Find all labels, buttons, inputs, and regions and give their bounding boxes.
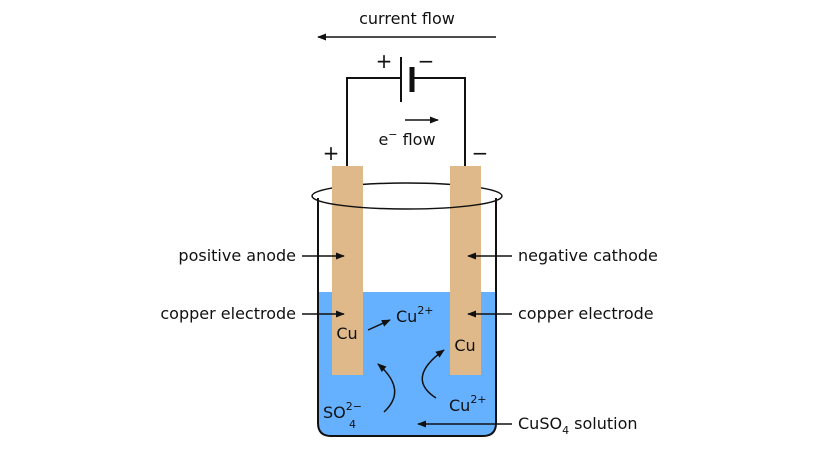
beaker-wall xyxy=(317,198,497,437)
copper-electrode-left-label: copper electrode xyxy=(160,304,296,323)
oxidation-arrow xyxy=(367,319,391,331)
sulfate-base: SO xyxy=(323,403,346,422)
cu-ion-top-base: Cu xyxy=(396,307,417,326)
electron-flow-label: e− flow xyxy=(378,128,435,149)
battery-minus-label: − xyxy=(418,49,435,73)
cathode-electrode xyxy=(450,166,481,375)
current-flow-label: current flow xyxy=(359,9,455,28)
electron-flow-tail: flow xyxy=(398,130,436,149)
electron-flow-sup: − xyxy=(388,128,397,141)
copper-electrode-right-label: copper electrode xyxy=(518,304,654,323)
solution-tail: solution xyxy=(569,414,637,433)
cu-ion-bottom-label: Cu2+ xyxy=(449,393,487,415)
negative-cathode-label: negative cathode xyxy=(518,246,658,265)
cu-cathode-label: Cu xyxy=(454,336,475,355)
cu-ion-top-label: Cu2+ xyxy=(396,304,434,326)
anode-electrode xyxy=(332,166,363,375)
electron-flow-base: e xyxy=(378,130,388,149)
sulfate-subscript: 4 xyxy=(349,418,356,431)
wire-right xyxy=(413,77,466,166)
sulfate-ion-label: SO2− xyxy=(323,400,362,422)
solution-base: CuSO xyxy=(518,414,562,433)
cathode-terminal-label: − xyxy=(472,141,489,165)
positive-anode-label: positive anode xyxy=(178,246,296,265)
cu-ion-top-sup: 2+ xyxy=(417,304,433,317)
sulfate-sup: 2− xyxy=(346,400,362,413)
cu-anode-label: Cu xyxy=(336,324,357,343)
wire-left xyxy=(346,77,400,166)
cu-ion-bottom-sup: 2+ xyxy=(470,393,486,406)
beaker-rim-front xyxy=(311,195,503,210)
solution-sub: 4 xyxy=(562,424,569,437)
solution-label: CuSO4 solution xyxy=(518,414,638,437)
beaker-rim-back xyxy=(311,182,503,197)
anode-terminal-label: + xyxy=(323,141,340,165)
battery-plus-label: + xyxy=(376,49,393,73)
cu-ion-bottom-base: Cu xyxy=(449,396,470,415)
copper-ion-curved-arrow xyxy=(421,349,445,399)
sulfate-curved-arrow xyxy=(377,363,396,413)
